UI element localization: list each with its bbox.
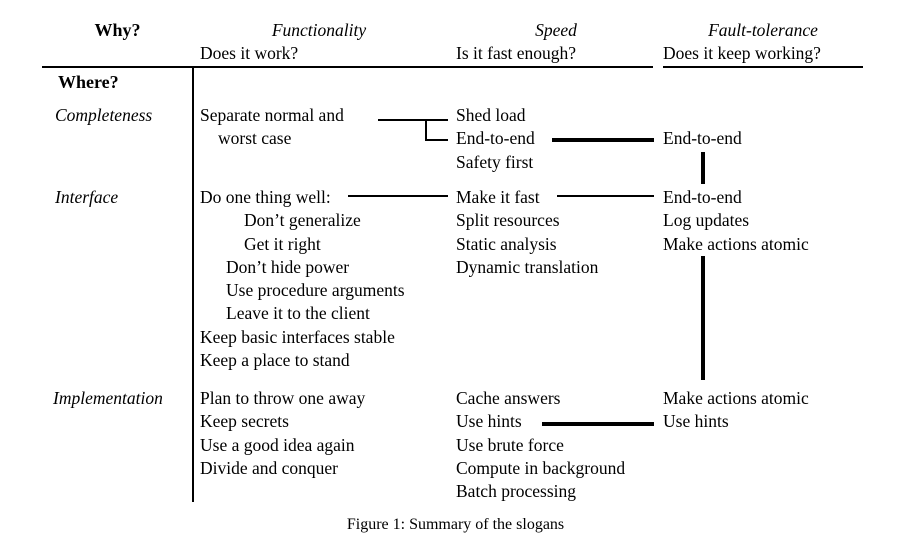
implementation-speed-list: Cache answers Use hints Use brute force …	[456, 387, 625, 503]
figure-caption: Figure 1: Summary of the slogans	[346, 516, 565, 533]
row-label-divider	[192, 68, 194, 502]
slogan: Compute in background	[456, 457, 626, 478]
connector-end-to-end-thick-horizontal	[552, 138, 654, 142]
connector-make-it-fast-to-end-to-end	[557, 195, 654, 197]
slogan: Make actions atomic	[663, 388, 809, 408]
implementation-fault-tolerance-list: Make actions atomic Use hints	[663, 387, 809, 434]
slogan: Make actions atomic	[663, 233, 809, 254]
slogan: Use hints	[456, 411, 522, 432]
interface-speed-list: Make it fast Split resources Static anal…	[456, 186, 598, 279]
slogan: End-to-end	[663, 187, 742, 207]
slogan: Shed load	[456, 105, 526, 125]
row-label-interface: Interface	[55, 187, 119, 207]
connector-make-actions-atomic-thick-vertical	[701, 256, 705, 380]
connector-branch-to-end-to-end	[425, 139, 448, 141]
connector-end-to-end-thick-vertical	[701, 152, 705, 184]
column-header-speed: Speed	[535, 20, 577, 40]
slogan: Make it fast	[456, 187, 540, 207]
slogan: Keep a place to stand	[200, 350, 350, 371]
slogan: Use brute force	[456, 434, 564, 455]
slogan: End-to-end	[456, 128, 535, 149]
slogan: Don’t generalize	[244, 210, 361, 231]
slogan: Batch processing	[456, 481, 577, 502]
slogan: Use hints	[663, 411, 729, 432]
slogan: Cache answers	[456, 388, 561, 408]
completeness-functionality-list: Separate normal and worst case	[200, 104, 344, 151]
row-label-implementation: Implementation	[53, 388, 163, 408]
slogan: Static analysis	[456, 233, 557, 254]
slogan: Leave it to the client	[226, 303, 370, 324]
connector-separate-to-shed-load	[378, 119, 448, 121]
slogan: Do one thing well:	[200, 187, 331, 207]
column-header-functionality: Functionality	[271, 20, 367, 40]
slogan: Dynamic translation	[456, 256, 599, 277]
slogan: Get it right	[244, 233, 321, 254]
header-rule-right	[663, 66, 863, 68]
slogan: Log updates	[663, 210, 750, 231]
row-label-completeness: Completeness	[55, 105, 153, 125]
column-header-fault-tolerance: Fault-tolerance	[708, 20, 818, 40]
column-question-fault-tolerance: Does it keep working?	[663, 43, 821, 63]
where-header: Where?	[58, 72, 119, 92]
slogan: Separate normal and	[200, 105, 344, 125]
interface-functionality-list: Do one thing well: Don’t generalize Get …	[200, 186, 405, 372]
connector-do-one-thing-to-make-it-fast	[348, 195, 448, 197]
connector-branch-vertical	[425, 119, 427, 141]
column-question-functionality: Does it work?	[200, 43, 299, 63]
slogan: Keep basic interfaces stable	[200, 326, 395, 347]
slogan: worst case	[218, 128, 292, 149]
slogan: Plan to throw one away	[200, 388, 366, 408]
interface-fault-tolerance-list: End-to-end Log updates Make actions atom…	[663, 186, 809, 256]
implementation-functionality-list: Plan to throw one away Keep secrets Use …	[200, 387, 365, 480]
slogan: Split resources	[456, 210, 560, 231]
why-header: Why?	[94, 20, 141, 40]
completeness-fault-tolerance-list: End-to-end	[663, 127, 742, 150]
slogan: End-to-end	[663, 128, 742, 149]
slogan: Divide and conquer	[200, 457, 339, 478]
connector-use-hints-thick-horizontal	[542, 422, 654, 426]
slogan: Keep secrets	[200, 411, 289, 432]
slogan: Safety first	[456, 151, 534, 172]
completeness-speed-list: Shed load End-to-end Safety first	[456, 104, 535, 174]
slogan: Use procedure arguments	[226, 280, 405, 301]
slogan: Don’t hide power	[226, 256, 350, 277]
slogan: Use a good idea again	[200, 434, 355, 455]
header-rule-left	[42, 66, 653, 68]
column-question-speed: Is it fast enough?	[456, 43, 577, 63]
